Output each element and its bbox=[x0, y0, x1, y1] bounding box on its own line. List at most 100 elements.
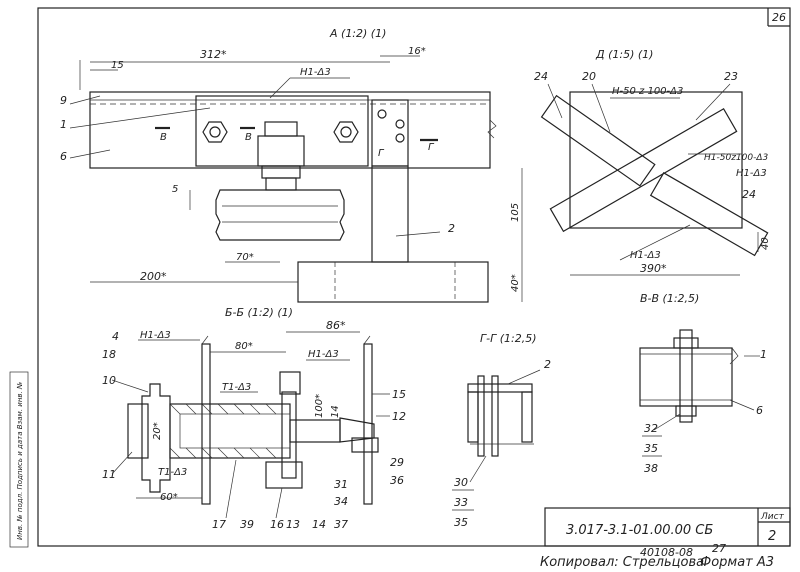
view-a: А (1:2) (1) bbox=[60, 27, 523, 303]
weld-d-4: Н1-Δ3 bbox=[630, 250, 661, 261]
callout-b-11-leader bbox=[111, 451, 133, 475]
dim-40-text: 40* bbox=[510, 274, 521, 292]
bolt-right bbox=[333, 121, 359, 143]
g-bolt-2 bbox=[491, 375, 499, 457]
g-right-flange bbox=[521, 391, 533, 443]
callout-2-leader bbox=[395, 231, 441, 237]
v-callout-35: 35 bbox=[644, 442, 658, 455]
dim-105-text: 105 bbox=[510, 203, 521, 222]
v-nut bbox=[675, 405, 697, 417]
dim-15-text: 15 bbox=[111, 60, 124, 71]
callout-b-16: 16 bbox=[270, 518, 284, 531]
callout-1: 1 bbox=[60, 118, 67, 131]
dim-40-d-text: 40 bbox=[760, 237, 771, 250]
dim-86-text: 86* bbox=[326, 319, 346, 332]
cut-g-left: Г bbox=[378, 148, 385, 159]
weld-b-2: Н1-Δ3 bbox=[308, 349, 339, 360]
callout-d-24a: 24 bbox=[534, 70, 548, 83]
strut-23-diagonal bbox=[549, 108, 738, 233]
gusset-plate bbox=[569, 91, 743, 229]
dim-5-text: 5 bbox=[172, 184, 178, 195]
dim-312-text: 312* bbox=[200, 48, 227, 61]
dim-100-text: 100* bbox=[314, 394, 325, 418]
view-g: Г-Г (1:2,5) 2 30 33 35 bbox=[452, 332, 551, 529]
callout-9-leader bbox=[69, 95, 101, 105]
wall-breaks bbox=[201, 335, 371, 345]
sheet-frame bbox=[37, 7, 791, 547]
weld-b-1: Н1-Δ3 bbox=[140, 330, 171, 341]
nut-upper bbox=[279, 371, 301, 395]
callout-b-29: 29 bbox=[390, 456, 404, 469]
sheet-number-top: 26 bbox=[772, 11, 786, 24]
callout-9: 9 bbox=[60, 94, 67, 107]
v-callout-38: 38 bbox=[644, 462, 658, 475]
callout-2: 2 bbox=[448, 222, 455, 235]
dim-60-text: 60* bbox=[160, 492, 178, 503]
sheet-label: Лист bbox=[760, 512, 785, 522]
wall-left bbox=[201, 343, 211, 505]
callout-d-24b: 24 bbox=[742, 188, 756, 201]
v-bolt bbox=[679, 329, 693, 423]
inv-side: 27 bbox=[712, 542, 726, 555]
axle-bore bbox=[179, 413, 291, 449]
strut-24-upper bbox=[540, 94, 656, 187]
dim-20-text: 20* bbox=[152, 422, 163, 440]
sheave-wheel bbox=[215, 189, 345, 241]
view-b: Б-Б (1:2) (1) bbox=[102, 306, 406, 531]
dim-80-text: 80* bbox=[235, 341, 253, 352]
g-callout-33: 33 bbox=[454, 496, 468, 509]
g-callout-2-leader bbox=[507, 369, 541, 385]
v-break bbox=[729, 347, 739, 365]
callout-d-23: 23 bbox=[724, 70, 738, 83]
dim-200-text: 200* bbox=[140, 270, 167, 283]
v-bolt-head bbox=[673, 337, 699, 349]
wall-right bbox=[363, 343, 373, 505]
weld-leader-arrow bbox=[269, 77, 291, 99]
shaft-washer bbox=[281, 391, 297, 479]
callout-b-17: 17 bbox=[212, 518, 226, 531]
margin-stamp-text: Инв. № подл. Подпись и дата Взам. инв. № bbox=[16, 382, 24, 540]
bracket-hole-2 bbox=[395, 119, 405, 129]
sheet-number: 2 bbox=[768, 529, 776, 544]
v-callout-leader bbox=[653, 413, 681, 431]
callout-d-24a-leader bbox=[547, 83, 563, 119]
end-cap bbox=[127, 403, 149, 459]
weld-b-4: Т1-Δ3 bbox=[158, 467, 187, 478]
weld-d-3: Н1-Δ3 bbox=[736, 168, 767, 179]
beam-channel bbox=[89, 91, 491, 169]
cut-g-right: Г bbox=[428, 142, 435, 153]
g-top-plate bbox=[467, 383, 533, 393]
g-callout-30: 30 bbox=[454, 476, 468, 489]
inv-stamp: 40108-08 bbox=[640, 546, 693, 559]
weld-d-1: Н-50 z 100-Δ3 bbox=[612, 86, 683, 97]
title-block bbox=[544, 507, 791, 547]
copied-by: Копировал: Стрельцова bbox=[540, 555, 704, 570]
callout-b-11: 11 bbox=[102, 468, 116, 481]
view-d-title: Д (1:5) (1) bbox=[595, 48, 653, 61]
bracket-leg bbox=[371, 165, 409, 263]
callout-b-10-leader bbox=[111, 379, 149, 393]
bracket-hole-1 bbox=[377, 109, 387, 119]
view-v: В-В (1:2,5) 1 6 32 35 38 bbox=[639, 292, 767, 475]
v-callout-6-leader bbox=[729, 399, 755, 411]
dim-390-text: 390* bbox=[640, 262, 667, 275]
callout-b-16-leader bbox=[275, 487, 283, 519]
callout-b-34: 34 bbox=[334, 495, 348, 508]
g-callout-leader bbox=[469, 455, 487, 483]
view-v-title: В-В (1:2,5) bbox=[640, 292, 699, 305]
view-d: Д (1:5) (1) 390* 40 Н-50 z 100-Δ3 Н1-50z… bbox=[534, 48, 771, 276]
clamp-plate bbox=[195, 95, 369, 167]
callout-b-14: 14 bbox=[312, 518, 326, 531]
weld-d-2: Н1-50z100-Δ3 bbox=[704, 153, 769, 163]
callout-b-13: 13 bbox=[286, 518, 300, 531]
v-channel bbox=[639, 347, 733, 407]
g-left-flange bbox=[467, 391, 479, 443]
callout-b-10: 10 bbox=[102, 374, 116, 387]
callout-d-23-leader bbox=[695, 83, 731, 121]
doc-code: 3.017-3.1-01.00.00 СБ bbox=[566, 523, 713, 538]
break-line bbox=[487, 119, 497, 139]
dim-70-text: 70* bbox=[236, 252, 254, 263]
dim-14-text: 14 bbox=[330, 405, 341, 418]
callout-b-12: 12 bbox=[392, 410, 406, 423]
callout-b-15: 15 bbox=[392, 388, 406, 401]
